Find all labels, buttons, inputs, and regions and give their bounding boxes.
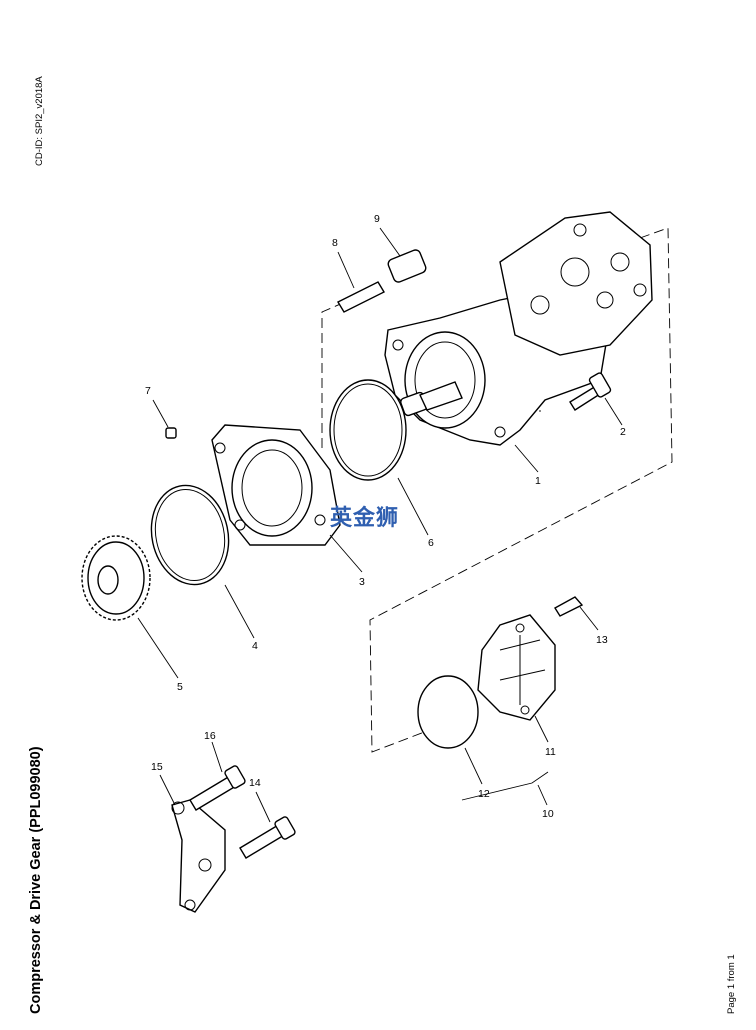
leader-lines [137,227,623,823]
callout-12: 12 [478,788,490,800]
bracket-part-15 [171,799,226,913]
callout-9: 9 [374,213,380,225]
callout-14: 14 [249,777,261,789]
seal-ring-part-12 [417,675,479,749]
callout-7: 7 [145,385,151,397]
drive-gear [81,535,151,621]
callout-4: 4 [252,640,258,652]
callout-2: 2 [620,426,626,438]
callout-10: 10 [542,808,554,820]
compressor-body [384,211,653,446]
o-ring-part-6-inner [333,383,403,477]
callout-16: 16 [204,730,216,742]
stud-part-8 [337,281,385,313]
o-ring-part-4-inner [154,488,226,582]
bolt-part-16-head [224,765,246,789]
nut-part-9 [387,249,427,283]
bolt-part-14-head [274,816,296,840]
bolt-part-2 [569,372,612,411]
o-ring-part-6 [329,379,407,481]
callout-11: 11 [545,746,556,758]
callout-8: 8 [332,237,338,249]
callout-3: 3 [359,576,365,588]
callout-15: 15 [151,761,163,773]
callout-1: 1 [535,475,541,487]
adapter-flange [211,424,341,546]
callout-numbers: 1 2 3 4 5 6 7 8 9 10 11 12 13 14 15 16 [145,213,626,820]
watermark: 英金狮 [330,506,400,531]
bolt-part-13 [554,596,584,617]
callout-6: 6 [428,537,434,549]
callout-13: 13 [596,634,608,646]
o-ring-part-4 [150,484,230,586]
plug-part-7 [165,427,177,439]
callout-5: 5 [177,681,183,693]
cover-plate-part-11 [477,614,556,721]
